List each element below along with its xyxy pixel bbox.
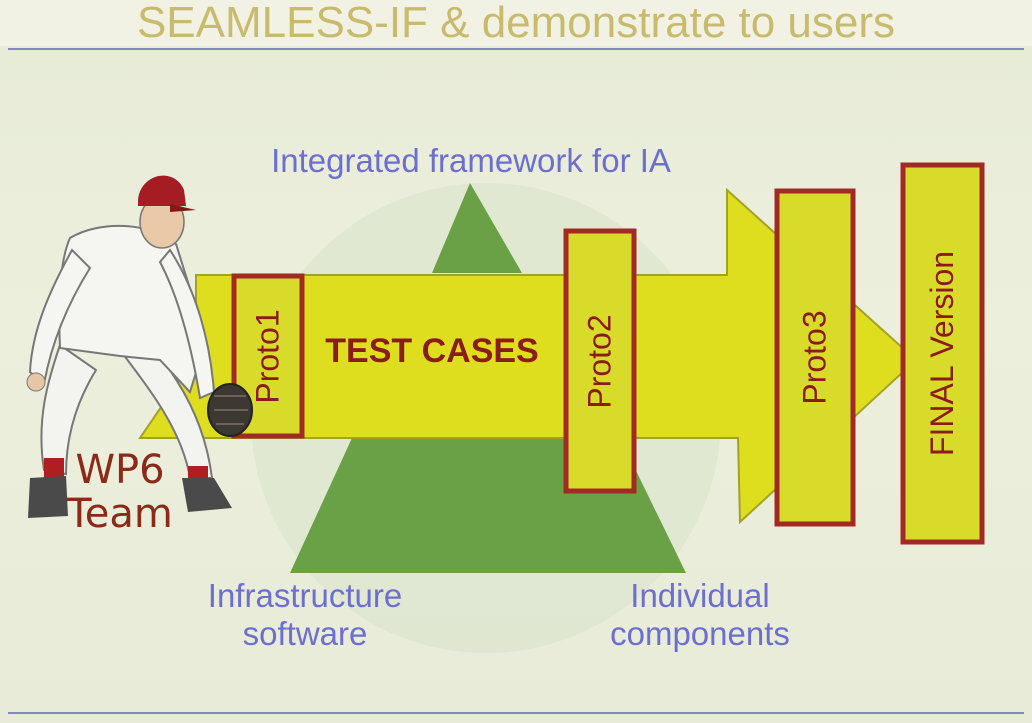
proto3-box <box>774 188 856 527</box>
top-rule <box>8 48 1024 50</box>
slide-title: SEAMLESS-IF & demonstrate to users <box>136 0 896 47</box>
test-cases-label: TEST CASES <box>325 332 539 370</box>
vertical-text: Proto3 <box>796 310 833 405</box>
upper-triangle <box>432 183 522 273</box>
vertical-text: FINAL Version <box>924 250 960 457</box>
proto2-box <box>563 228 637 494</box>
baseball-player-icon <box>26 175 253 518</box>
team-label: WP6 Team <box>67 447 173 537</box>
final-version-label: FINAL Version <box>903 165 982 542</box>
proto1-label: Proto1 <box>234 276 302 436</box>
title-band <box>0 0 1032 46</box>
vertical-text: Proto2 <box>581 313 618 409</box>
proto3-label: Proto3 <box>777 191 853 524</box>
final-version-box <box>900 162 985 545</box>
bottom-rule <box>8 712 1024 714</box>
infrastructure-label: Infrastructure software <box>207 577 403 652</box>
framework-label: Integrated framework for IA <box>271 142 671 179</box>
proto2-label: Proto2 <box>566 231 634 491</box>
vertical-text: Proto1 <box>249 308 286 404</box>
components-label: Individual components <box>610 577 790 652</box>
